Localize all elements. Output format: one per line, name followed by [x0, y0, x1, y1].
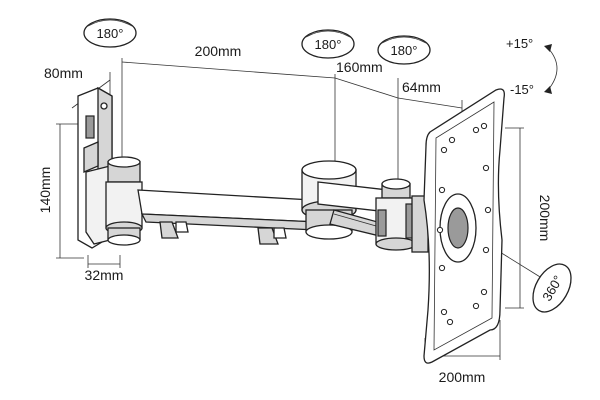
vesa-hole	[438, 186, 446, 194]
vesa-hole	[438, 264, 446, 272]
vesa-height-label: 200mm	[537, 195, 553, 242]
vesa-hole	[480, 122, 488, 130]
middle-pivot-rotation-label: 180°	[315, 37, 342, 52]
vesa-hole	[482, 246, 490, 254]
arm-length-3-label: 64mm	[402, 79, 441, 95]
rotation-badge-screen: 360°	[532, 263, 572, 313]
vesa-hole	[482, 164, 490, 172]
arm-length-2-label: 160mm	[336, 59, 383, 75]
rotation-badge-wall: 180°	[83, 18, 137, 48]
vesa-hole	[446, 318, 454, 326]
head-pivot	[375, 178, 429, 253]
rotation-badge-middle: 180°	[301, 29, 355, 59]
tilt-up-label: +15°	[506, 36, 533, 51]
vesa-hole	[440, 308, 448, 316]
dimension-labels: 200mm 160mm 64mm 80mm 140mm 32mm 200mm 2…	[37, 43, 553, 385]
arm-length-1-label: 200mm	[195, 43, 242, 59]
vesa-width-label: 200mm	[439, 369, 486, 385]
wall-plate-width-label: 80mm	[44, 65, 83, 81]
vesa-hole	[440, 146, 448, 154]
vesa-hole	[484, 206, 492, 214]
vesa-hole	[480, 288, 488, 296]
tilt-indicator: +15° -15°	[506, 36, 558, 97]
vesa-plate	[423, 88, 505, 364]
tilt-down-label: -15°	[510, 82, 534, 97]
wall-plate-depth-label: 32mm	[85, 267, 124, 283]
vesa-hole	[436, 226, 444, 234]
first-arm	[137, 189, 319, 245]
head-pivot-rotation-label: 180°	[391, 43, 418, 58]
vesa-holes	[436, 122, 492, 326]
vesa-hole	[448, 136, 456, 144]
rotation-badge-head: 180°	[377, 35, 431, 65]
wall-plate-height-label: 140mm	[37, 167, 53, 214]
vesa-hole	[472, 302, 480, 310]
wall-pivot-rotation-label: 180°	[97, 26, 124, 41]
vesa-hole	[472, 126, 480, 134]
wall-pivot	[105, 156, 143, 246]
